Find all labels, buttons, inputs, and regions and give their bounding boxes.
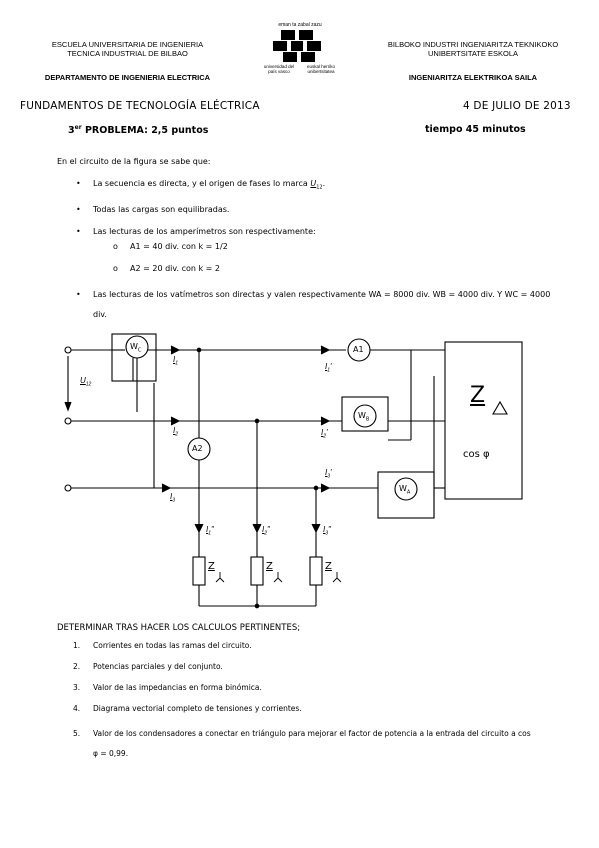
task-item: 5. Valor de los condensadores a conectar … [73,724,533,764]
terminal-2 [64,417,72,425]
zy-label-3: Z [325,561,332,572]
wc-label: WC [130,342,142,354]
task-number: 1. [73,641,81,650]
school-name-eu: BILBOKO INDUSTRI INGENIARITZA TEKNIKOKO … [362,40,584,58]
problem-title: 3er PROBLEMA: 2,5 puntos [68,124,208,136]
u12-subscript: 12 [316,184,323,191]
wattmeter-wb-icon [353,404,377,428]
problem-label: PROBLEMA: 2,5 puntos [81,125,209,137]
a2-reading-text: A2 = 20 div. con k = 2 [130,264,220,273]
task-item: 1. Corrientes en todas las ramas del circ… [73,640,533,652]
statement-list: • La secuencia es directa, y el origen d… [76,178,553,248]
school-line-eu-1: BILBOKO INDUSTRI INGENIARITZA TEKNIKOKO [387,40,559,49]
i3-label: I3 [170,492,176,504]
task-number: 2. [73,662,81,671]
logo-caption-eu: euskal herriko unibertsitatea [306,64,335,74]
bullet-1-text: La secuencia es directa, y el origen de … [93,179,311,188]
logo-tree-icon [273,30,321,62]
terminal-3 [64,484,72,492]
bullet-3-text: Las lecturas de los amperímetros son res… [93,226,316,236]
i1-label: I1 [173,355,179,367]
a1-reading-text: A1 = 40 div. con k = 1/2 [130,242,228,251]
impedance-y-2 [250,556,264,586]
school-name-es: ESCUELA UNIVERSITARIA DE INGENIERIA TECN… [20,40,235,58]
wa-label: WA [399,484,411,496]
impedance-y-3 [309,556,323,586]
i2-label: I2 [173,426,179,438]
department-es: DEPARTAMENTO DE INGENIERIA ELECTRICA [44,73,211,82]
i2-dprime-label: I2" [262,525,270,537]
u12-label: U12 [80,376,92,388]
logo-motto: eman ta zabal zazu [278,22,322,28]
department-eu: INGENIARITZA ELEKTRIKOA SAILA [408,73,538,82]
list-item: •Las lecturas de los amperímetros son re… [76,226,316,236]
task-text: Potencias parciales y del conjunto. [93,662,223,671]
i1-dprime-label: I1" [206,525,214,537]
z-delta-label: Z [470,383,486,408]
i3-prime-label: I3' [325,468,332,480]
bullet-4-text: Las lecturas de los vatímetros son direc… [93,290,551,319]
task-text: Valor de las impedancias en forma binómi… [93,683,262,692]
task-number: 3. [73,683,81,692]
school-line-2: TECNICA INDUSTRIAL DE BILBAO [67,49,188,58]
task-text: Corrientes en todas las ramas del circui… [93,641,252,650]
problem-suffix: er [74,124,82,131]
logo-caption-es: universidad del país vasco [263,64,295,74]
zy-label-2: Z [266,561,273,572]
task-number: 4. [73,704,81,713]
tasks-heading: DETERMINAR TRAS HACER LOS CALCULOS PERTI… [57,623,301,633]
school-line-eu-2: UNIBERTSITATE ESKOLA [427,49,519,58]
i2-prime-label: I2' [321,428,328,440]
a1-label: A1 [353,345,364,354]
task-item: 4. Diagrama vectorial completo de tension… [73,703,533,715]
tasks-list: 1. Corrientes en todas las ramas del circ… [73,640,533,773]
bullet-2-text: Todas las cargas son equilibradas. [93,204,230,214]
cos-phi-label: cos φ [463,449,490,460]
task-text: Valor de los condensadores a conectar en… [93,729,531,758]
problem-number: 3 [68,125,75,137]
university-logo: eman ta zabal zazu universidad del país … [255,22,345,92]
list-item: •Todas las cargas son equilibradas. [76,204,230,214]
subject-title: FUNDAMENTOS DE TECNOLOGÍA ELÉCTRICA [20,100,260,112]
terminal-1 [64,346,72,354]
task-number: 5. [73,729,81,738]
delta-load-box [444,341,523,500]
circuit-diagram [64,333,523,609]
school-line-1: ESCUELA UNIVERSITARIA DE INGENIERIA [51,40,204,49]
wattmeter-wa-icon [394,477,418,501]
i1-prime-label: I1' [325,362,332,374]
bullet-1-end: . [322,179,326,188]
time-limit: tiempo 45 minutos [425,124,526,135]
task-item: 3. Valor de las impedancias en forma binó… [73,682,533,694]
i3-dprime-label: I3" [323,525,331,537]
zy-label-1: Z [208,561,215,572]
statement-intro: En el circuito de la figura se sabe que: [57,157,211,166]
task-text: Diagrama vectorial completo de tensiones… [93,704,302,713]
task-item: 2. Potencias parciales y del conjunto. [73,661,533,673]
wattmeter-readings: •Las lecturas de los vatímetros son dire… [76,290,551,319]
wb-label: WB [358,411,370,423]
exam-date: 4 DE JULIO DE 2013 [463,100,571,112]
a2-label: A2 [192,444,203,453]
delta-symbol-icon [492,400,508,415]
impedance-y-1 [192,556,206,586]
list-item: • La secuencia es directa, y el origen d… [76,179,326,191]
u12-symbol: U [310,179,317,188]
